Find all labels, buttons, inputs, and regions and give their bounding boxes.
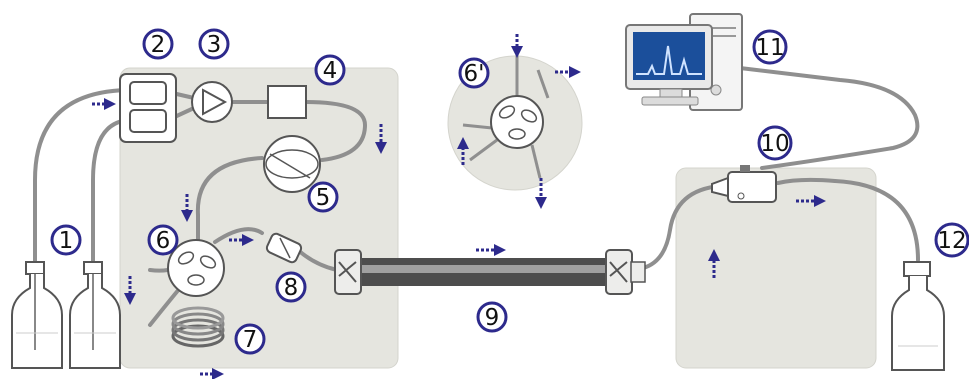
callout-2-label: 2 xyxy=(151,32,166,58)
valve-6-prime-tubing xyxy=(462,50,550,179)
callout-10: 10 xyxy=(757,125,793,161)
sample-loop-icon xyxy=(171,306,225,348)
degasser-icon xyxy=(119,73,177,143)
solvent-bottle-icon xyxy=(69,261,121,369)
callout-6-label: 6 xyxy=(156,228,171,254)
flow-arrows xyxy=(92,34,826,379)
callout-6: 6 xyxy=(147,224,179,256)
callout-7-label: 7 xyxy=(243,327,258,353)
callout-10-label: 10 xyxy=(760,131,789,157)
detector-icon xyxy=(711,165,777,203)
callout-6-prime: 6' xyxy=(458,57,490,89)
callout-6-prime-label: 6' xyxy=(464,61,485,87)
mixer-icon xyxy=(267,85,307,119)
callout-2: 2 xyxy=(142,28,174,60)
callout-7: 7 xyxy=(234,323,266,355)
callout-1: 1 xyxy=(50,224,82,256)
callout-9: 9 xyxy=(476,301,508,333)
callout-11: 11 xyxy=(752,29,788,65)
callout-5-label: 5 xyxy=(316,185,331,211)
callout-8-label: 8 xyxy=(284,275,299,301)
computer-icon xyxy=(625,13,743,111)
callout-12-label: 12 xyxy=(937,228,966,254)
callout-11-label: 11 xyxy=(755,35,784,61)
injection-valve-prime-icon xyxy=(490,95,544,149)
callout-12: 12 xyxy=(934,222,969,258)
callout-5: 5 xyxy=(307,181,339,213)
callout-1-label: 1 xyxy=(59,228,74,254)
injection-valve-icon xyxy=(167,239,225,297)
callout-3: 3 xyxy=(198,28,230,60)
callout-4: 4 xyxy=(314,54,346,86)
guard-column-icon xyxy=(265,232,303,264)
callout-4-label: 4 xyxy=(323,58,338,84)
callout-9-label: 9 xyxy=(485,305,500,331)
waste-bottle-icon xyxy=(891,261,945,371)
column-icon xyxy=(334,249,646,295)
solvent-bottle-icon xyxy=(11,261,63,369)
pump-icon xyxy=(191,81,233,123)
callout-8: 8 xyxy=(275,271,307,303)
callout-3-label: 3 xyxy=(207,32,222,58)
damper-icon xyxy=(263,135,321,193)
